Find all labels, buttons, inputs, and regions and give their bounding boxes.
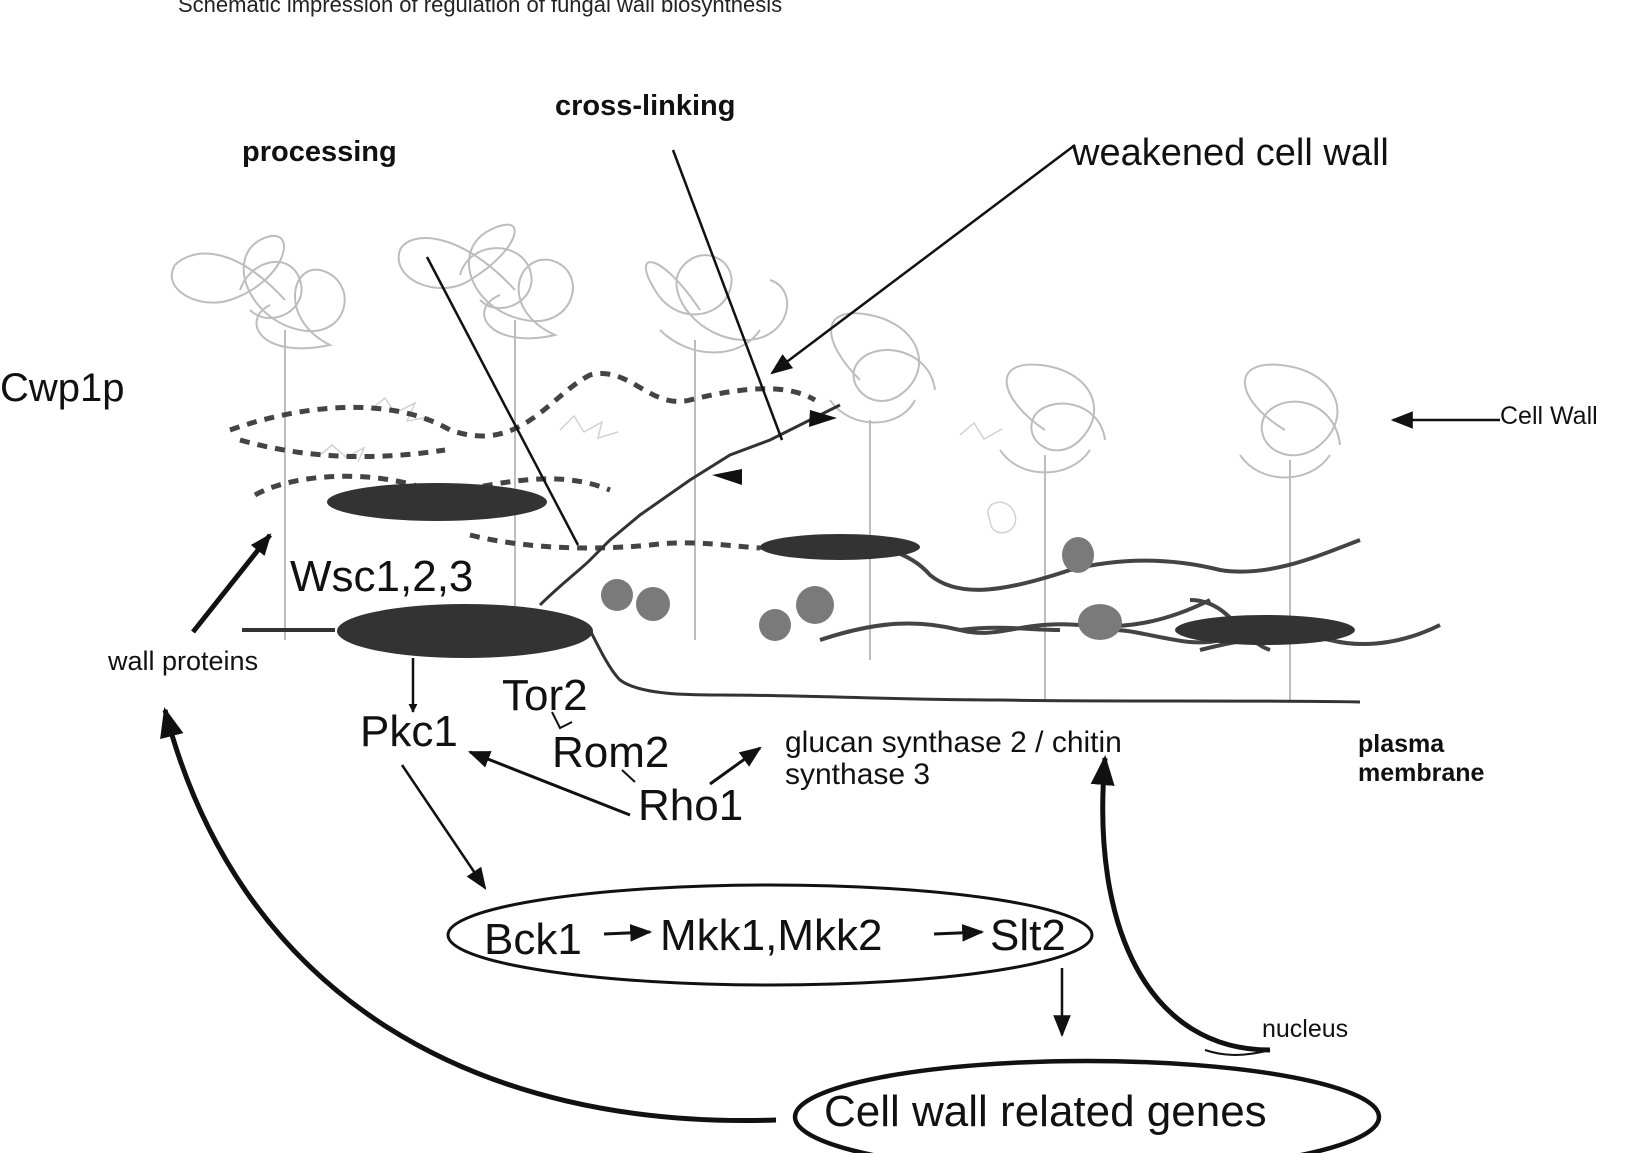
- rom2-label: Rom2: [552, 728, 670, 777]
- granules: [601, 537, 1122, 641]
- plasma-membrane-line-1: plasma: [1358, 730, 1445, 758]
- cross-linking-label: cross-linking: [555, 90, 736, 122]
- mannoprotein-tufts: [170, 223, 1341, 700]
- tuft-2: [397, 223, 574, 640]
- glucan-mesh: [319, 396, 1017, 534]
- weakened-arrow: [770, 144, 1076, 375]
- nucleus-label: nucleus: [1262, 1015, 1349, 1043]
- plasma-membrane-label: plasma membrane: [1358, 730, 1484, 788]
- rho1-to-synthase-arrow: [709, 746, 762, 786]
- cwp1p-label: Cwp1p: [0, 366, 125, 410]
- annotation-arrows: [160, 144, 1500, 1124]
- tor2-label: Tor2: [502, 671, 588, 720]
- pkc1-label: Pkc1: [360, 707, 458, 756]
- pkc1-to-cascade-arrow: [400, 764, 487, 890]
- weakened-cell-wall-label: weakened cell wall: [1072, 132, 1389, 174]
- bck1-to-mkk-arrow: [603, 924, 653, 942]
- tuft-5: [999, 363, 1106, 700]
- tuft-3: [644, 254, 789, 640]
- tuft-6: [1239, 363, 1341, 700]
- slt2-label: Slt2: [990, 911, 1066, 960]
- cross-linking-line: [671, 149, 784, 441]
- wsc-sensor: [242, 604, 593, 658]
- wsc-label: Wsc1,2,3: [290, 552, 474, 601]
- glucan-synthase-line-2: synthase 3: [785, 757, 931, 791]
- mkk-label: Mkk1,Mkk2: [660, 911, 883, 960]
- cell-wall-genes-label: Cell wall related genes: [824, 1087, 1267, 1136]
- genes-to-wall-proteins-arrow: [160, 707, 777, 1124]
- mapk-cascade-ellipse: [446, 883, 1094, 987]
- rho1-to-pkc1-arrow: [467, 750, 631, 817]
- tor2-rom2-connector: [551, 711, 573, 730]
- diagram-caption: Schematic impression of regulation of fu…: [178, 0, 783, 17]
- rom2-rho1-connector: [621, 769, 636, 783]
- wall-proteins-label: wall proteins: [108, 646, 259, 676]
- genes-ellipse: [792, 1058, 1382, 1153]
- processing-label: processing: [242, 136, 397, 168]
- bck1-label: Bck1: [484, 915, 582, 964]
- protein-ellipses: [327, 483, 1355, 645]
- membrane-lines: [538, 403, 1361, 704]
- tuft-4: [829, 312, 936, 660]
- nucleus-to-synthase-arrow: [1090, 755, 1271, 1053]
- rho1-label: Rho1: [638, 781, 744, 830]
- glucan-synthase-line-1: glucan synthase 2 / chitin: [785, 726, 1122, 759]
- glucan-synthase-label: glucan synthase 2 / chitin synthase 3: [785, 727, 1122, 790]
- wall-proteins-arrow: [191, 533, 272, 634]
- mkk-to-slt2-arrow: [933, 924, 985, 942]
- dashed-glucan-chains: [229, 371, 817, 551]
- processing-line: [425, 256, 580, 546]
- cell-wall-label: Cell Wall: [1500, 402, 1598, 430]
- plasma-membrane-line-2: membrane: [1358, 758, 1485, 787]
- wall-triangles: [712, 410, 837, 485]
- nucleus-pointer: [1204, 1049, 1271, 1056]
- tuft-1: [170, 235, 346, 640]
